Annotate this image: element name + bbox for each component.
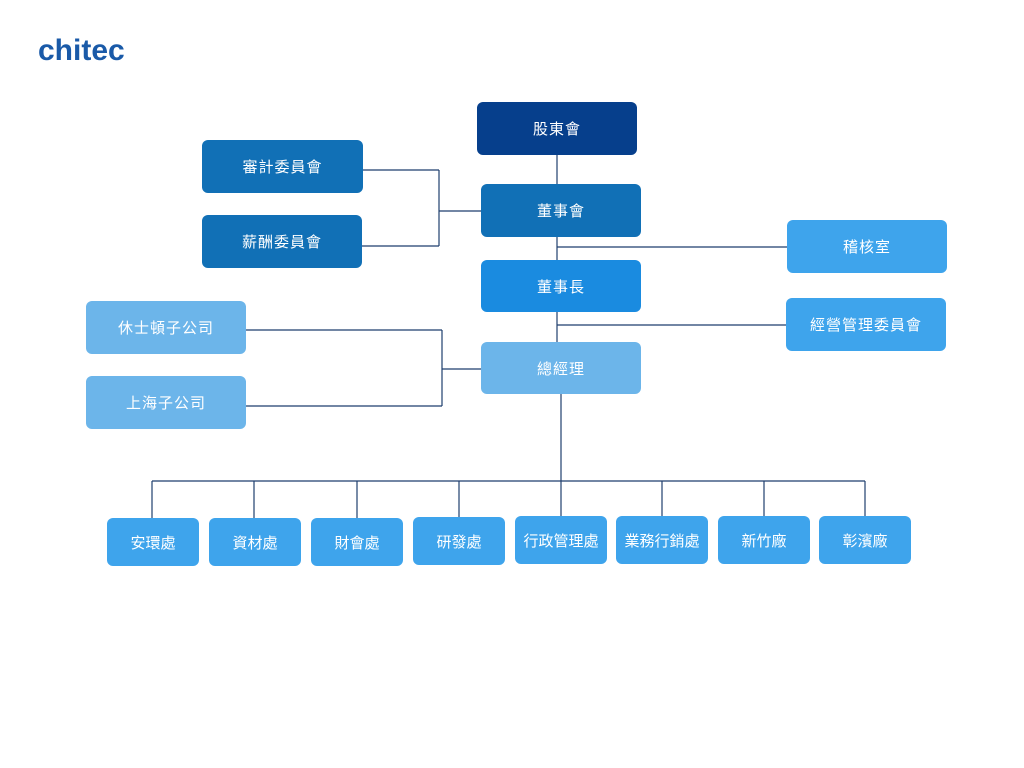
shareholders-meeting-box: 股東會	[477, 102, 637, 155]
compensation-committee-label: 薪酬委員會	[241, 233, 322, 251]
department-label: 行政管理處	[523, 531, 599, 550]
board-of-directors-box: 董事會	[481, 184, 641, 237]
chairman-box: 董事長	[481, 260, 641, 312]
department-label: 新竹廠	[741, 531, 787, 550]
audit-committee-label: 審計委員會	[242, 158, 323, 176]
chitec-logo: chitec	[38, 34, 125, 66]
department-box: 業務行銷處	[616, 516, 708, 564]
department-box: 財會處	[311, 518, 403, 566]
board-of-directors-label: 董事會	[536, 202, 585, 220]
logo-text: chitec	[38, 34, 125, 66]
department-label: 安環處	[130, 533, 176, 552]
shareholders-meeting-label: 股東會	[532, 120, 581, 138]
houston-subsidiary-box: 休士頓子公司	[86, 301, 246, 354]
compensation-committee-box: 薪酬委員會	[202, 215, 362, 268]
management-committee-box: 經營管理委員會	[786, 298, 946, 351]
department-box: 行政管理處	[515, 516, 607, 564]
shanghai-subsidiary-box: 上海子公司	[86, 376, 246, 429]
department-label: 業務行銷處	[624, 531, 700, 550]
general-manager-box: 總經理	[481, 342, 641, 394]
department-label: 資材處	[232, 533, 278, 552]
internal-audit-box: 稽核室	[787, 220, 947, 273]
internal-audit-label: 稽核室	[842, 238, 891, 256]
department-box: 研發處	[413, 517, 505, 565]
department-box: 彰濱廠	[819, 516, 911, 564]
department-label: 財會處	[334, 533, 380, 552]
management-committee-label: 經營管理委員會	[809, 316, 922, 334]
audit-committee-box: 審計委員會	[202, 140, 363, 193]
shanghai-subsidiary-label: 上海子公司	[125, 394, 206, 412]
department-box: 新竹廠	[718, 516, 810, 564]
department-label: 研發處	[436, 532, 482, 551]
houston-subsidiary-label: 休士頓子公司	[117, 319, 214, 337]
department-box: 資材處	[209, 518, 301, 566]
department-label: 彰濱廠	[842, 531, 888, 550]
chairman-label: 董事長	[536, 277, 585, 296]
general-manager-label: 總經理	[536, 359, 585, 378]
department-box: 安環處	[107, 518, 199, 566]
